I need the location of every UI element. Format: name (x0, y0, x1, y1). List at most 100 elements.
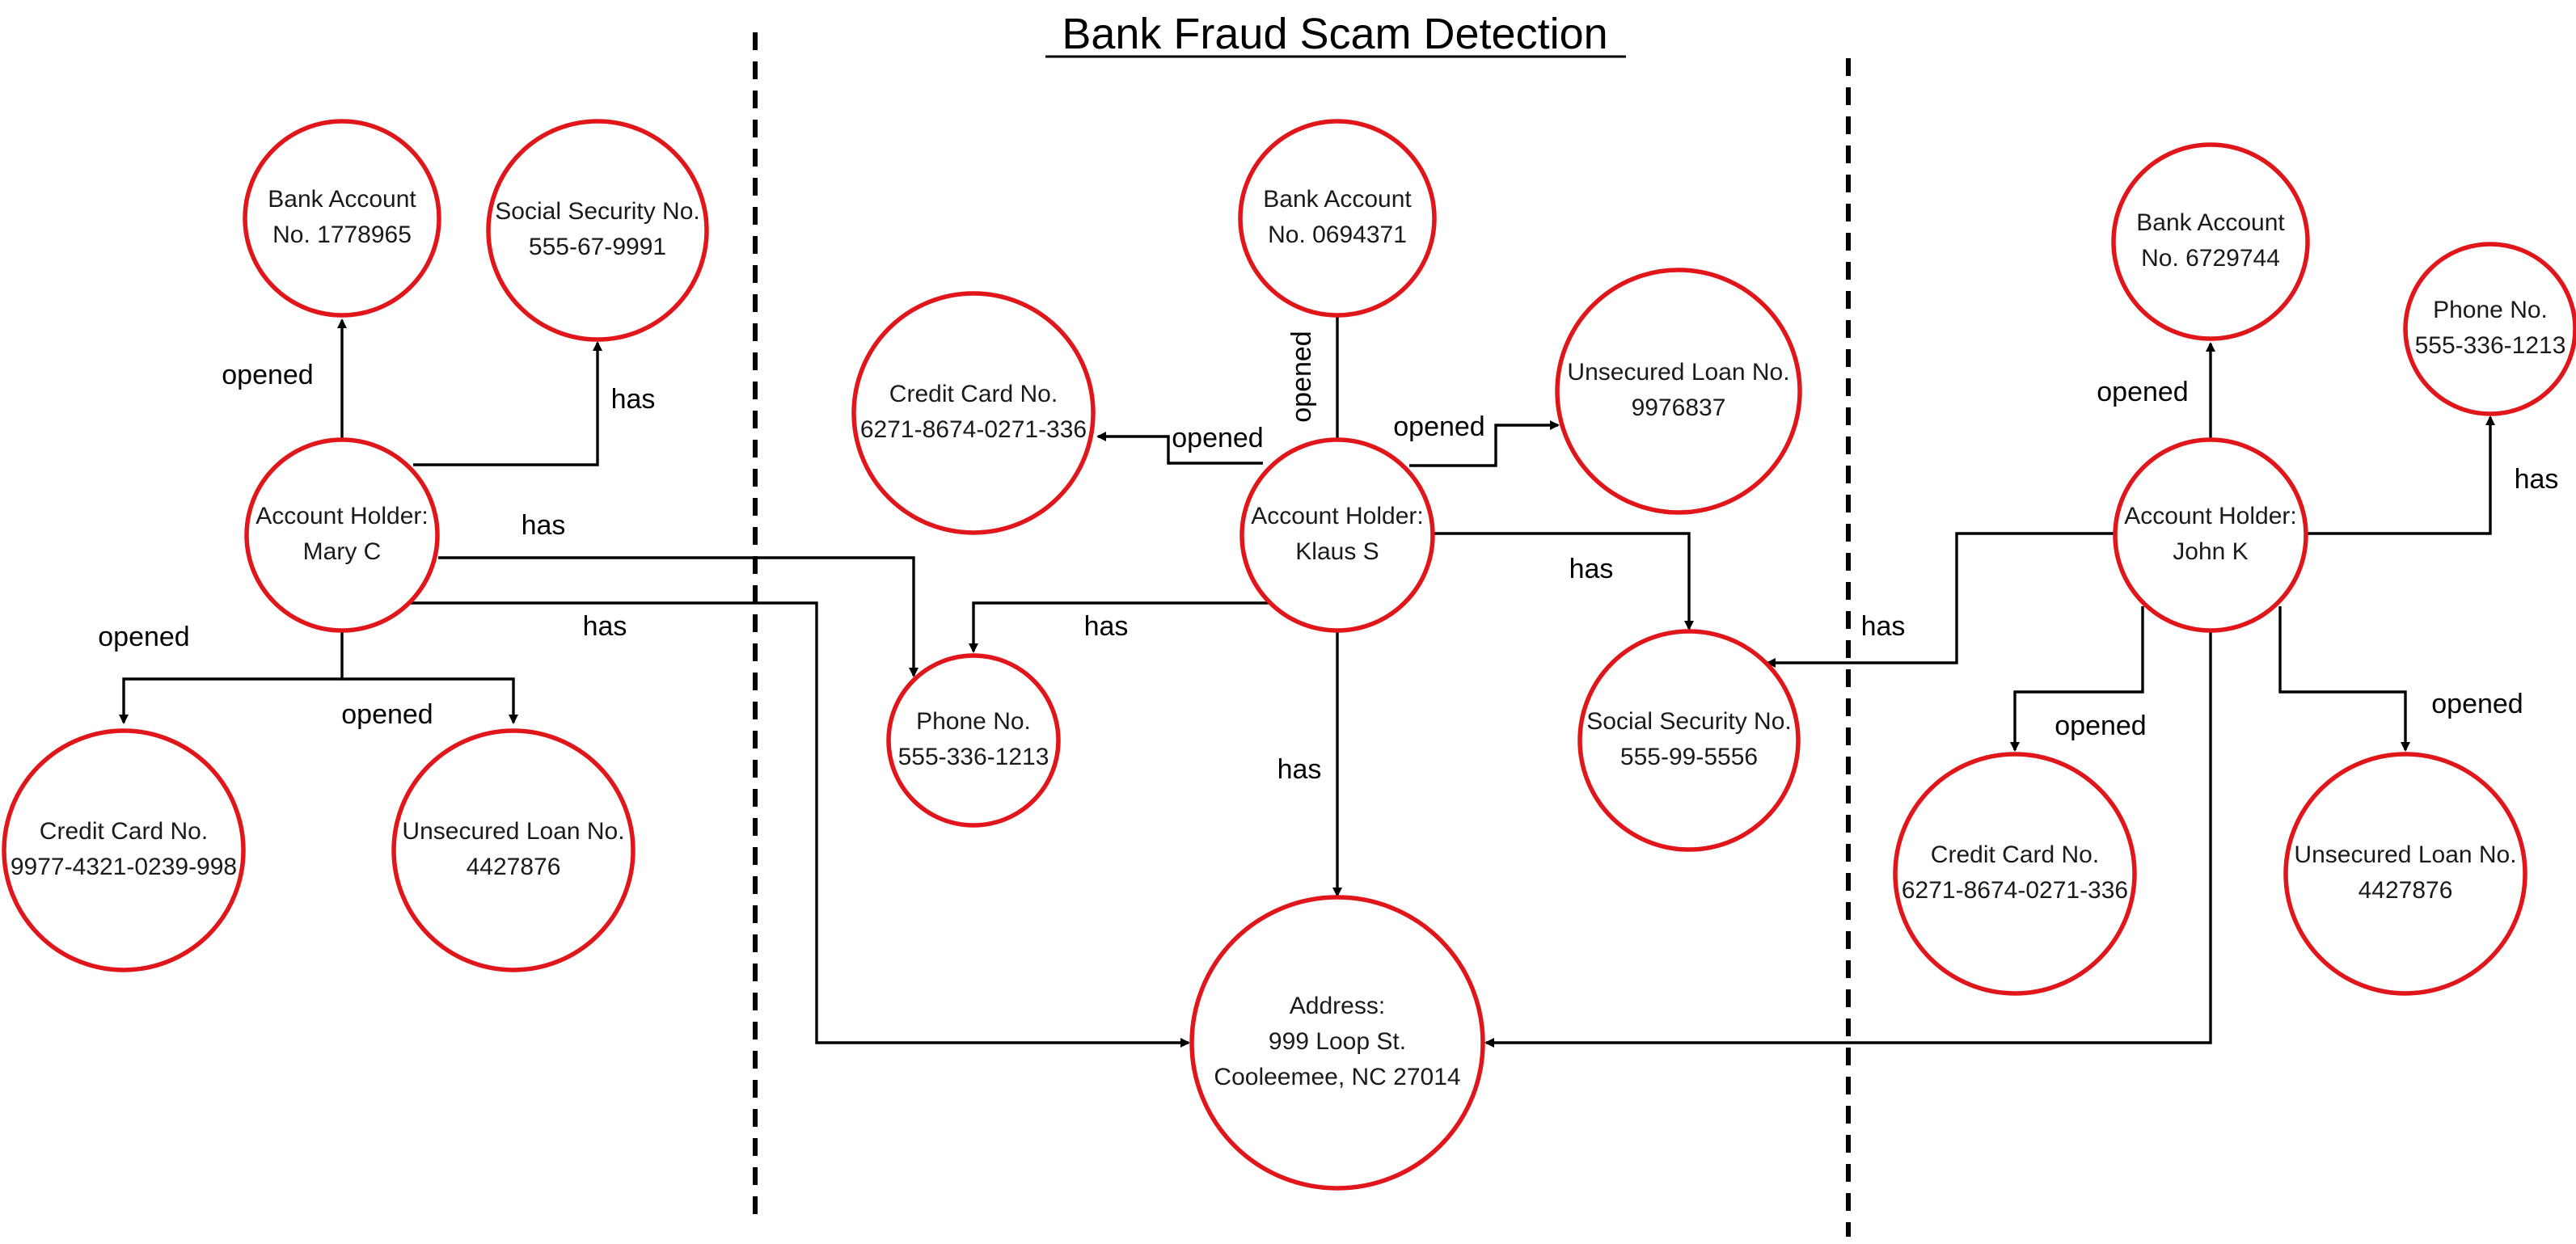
node-mary-loan: Unsecured Loan No. 4427876 (391, 728, 636, 972)
edge-john-phone (2308, 415, 2495, 535)
label-klaus-opened-loan: opened (1393, 411, 1484, 442)
node-mary-ssn: Social Security No. 555-67-9991 (486, 119, 709, 342)
edge-klaus-cc (1096, 432, 1263, 465)
node-john-cc: Credit Card No. 6271-8674-0271-336 (1893, 752, 2137, 996)
edge-group (119, 272, 2495, 1048)
node-label-line: 4427876 (467, 854, 561, 880)
edge-john-cc (2010, 606, 2144, 752)
node-label-line: Klaus S (1295, 538, 1379, 565)
node-circle (244, 437, 440, 633)
node-circle (2113, 437, 2308, 633)
label-mary-opened-loan: opened (341, 699, 433, 730)
node-label-line: Bank Account (1263, 186, 1412, 213)
node-circle (1555, 268, 1802, 515)
node-label-line: Mary C (303, 538, 382, 565)
node-circle (1239, 437, 1435, 633)
node-circle (1238, 119, 1437, 318)
label-klaus-opened-bank: opened (1286, 331, 1317, 422)
node-label-line: 6271-8674-0271-336 (860, 416, 1087, 443)
node-label-line: Bank Account (268, 186, 416, 213)
node-label-line: No. 0694371 (1268, 221, 1407, 248)
node-circle (851, 291, 1096, 535)
node-circle (2, 728, 246, 972)
node-label-line: 555-67-9991 (529, 234, 666, 260)
node-klaus-cc: Credit Card No. 6271-8674-0271-336 (851, 291, 1096, 535)
label-john-opened-loan: opened (2431, 689, 2523, 719)
node-label-line: 9976837 (1632, 394, 1726, 421)
node-shared-address: Address: 999 Loop St. Cooleemee, NC 27014 (1189, 895, 1485, 1191)
label-john-opened-cc: opened (2054, 711, 2146, 741)
node-john-phone: Phone No. 555-336-1213 (2403, 242, 2576, 416)
node-circle (886, 653, 1061, 828)
node-john-loan: Unsecured Loan No. 4427876 (2283, 752, 2527, 996)
edge-mary-address (411, 601, 1190, 1048)
node-label-line: Credit Card No. (889, 381, 1058, 407)
node-label-line: Account Holder: (2124, 503, 2296, 529)
edge-john-ssn (1766, 532, 2114, 668)
node-label-line: Unsecured Loan No. (402, 818, 624, 845)
edge-john-loan (2278, 606, 2410, 752)
node-circle (391, 728, 636, 972)
label-klaus-has-address: has (1277, 754, 1322, 785)
edge-klaus-ssn (1434, 532, 1694, 630)
node-label-line: John K (2173, 538, 2248, 565)
node-label-line: 6271-8674-0271-336 (1902, 877, 2128, 904)
node-circle (1577, 629, 1801, 852)
node-label-line: Credit Card No. (1931, 841, 2099, 868)
node-label-line: Social Security No. (1586, 708, 1791, 735)
node-label-line: Account Holder: (1251, 503, 1423, 529)
edge-mary-ssn (413, 341, 602, 466)
diagram-title: Bank Fraud Scam Detection (1062, 10, 1607, 58)
node-label-line: 555-99-5556 (1620, 744, 1758, 770)
node-label-line: Account Holder: (255, 503, 428, 529)
node-shared-phone: Phone No. 555-336-1213 (886, 653, 1061, 828)
node-circle (2403, 242, 2576, 416)
node-label-line: Phone No. (2433, 297, 2548, 323)
node-circle (1893, 752, 2137, 996)
label-klaus-opened-cc: opened (1172, 423, 1263, 453)
label-john-opened-bank: opened (2097, 377, 2188, 407)
edge-mary-phone (438, 556, 918, 677)
node-john-holder: Account Holder: John K (2113, 437, 2308, 633)
node-klaus-holder: Account Holder: Klaus S (1239, 437, 1435, 633)
label-klaus-has-ssn: has (1569, 554, 1614, 584)
label-mary-has-ssn: has (611, 384, 656, 415)
node-label-line: Unsecured Loan No. (2294, 841, 2516, 868)
node-klaus-loan: Unsecured Loan No. 9976837 (1555, 268, 1802, 515)
node-label-line: 555-336-1213 (2415, 332, 2566, 359)
node-label-line: 999 Loop St. (1269, 1028, 1406, 1055)
node-circle (486, 119, 709, 342)
node-label-line: Address: (1290, 993, 1385, 1019)
label-mary-has-phone: has (522, 510, 566, 541)
node-circle (243, 119, 441, 318)
edge-mary-loan (342, 677, 518, 724)
edge-mary-cc (119, 632, 344, 724)
edge-klaus-loan (1409, 420, 1560, 467)
node-mary-cc: Credit Card No. 9977-4321-0239-998 (2, 728, 246, 972)
node-label-line: 9977-4321-0239-998 (11, 854, 237, 880)
label-mary-opened-cc: opened (98, 622, 189, 652)
node-circle (2111, 142, 2310, 341)
label-klaus-has-phone: has (1084, 611, 1129, 642)
label-mary-opened-bank: opened (222, 360, 313, 390)
label-john-has-ssn: has (1861, 611, 1906, 642)
node-label-line: 4427876 (2359, 877, 2453, 904)
node-label-line: Unsecured Loan No. (1567, 359, 1789, 386)
label-mary-has-address: has (583, 611, 627, 642)
node-shared-ssn: Social Security No. 555-99-5556 (1577, 629, 1801, 852)
node-label-line: No. 1778965 (272, 221, 412, 248)
edge-klaus-phone (969, 601, 1269, 653)
node-label-line: Cooleemee, NC 27014 (1214, 1064, 1460, 1090)
node-circle (1189, 895, 1485, 1191)
node-label-line: Phone No. (916, 708, 1031, 735)
node-label-line: Social Security No. (495, 198, 699, 225)
node-label-line: No. 6729744 (2141, 245, 2280, 272)
node-label-line: 555-336-1213 (898, 744, 1049, 770)
node-label-line: Credit Card No. (40, 818, 208, 845)
label-john-has-phone: has (2515, 464, 2559, 495)
node-mary-holder: Account Holder: Mary C (244, 437, 440, 633)
